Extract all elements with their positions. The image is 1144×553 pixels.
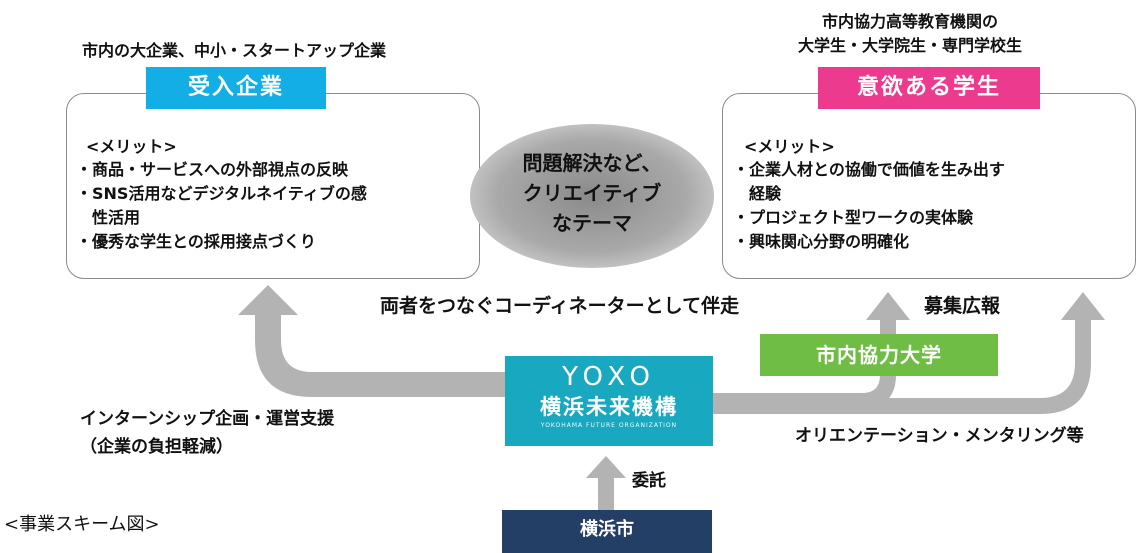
students-merit-heading: <メリット>	[744, 137, 835, 156]
entrust-label: 委託	[632, 471, 666, 491]
internship-label: インターンシップ企画・運営支援 （企業の負担軽減）	[80, 405, 334, 461]
theme-line: クリエイティブ	[522, 181, 662, 205]
city-box: 横浜市	[502, 510, 712, 553]
theme-ellipse	[470, 124, 714, 268]
internship-label-line: （企業の負担軽減）	[80, 437, 233, 457]
students-merit-item: ・企業人材との協働で価値を生み出す	[733, 160, 1005, 179]
students-tag: 意欲ある学生	[818, 67, 1040, 109]
companies-merit-item: ・優秀な学生との採用接点づくり	[76, 232, 316, 251]
yoxo-logo-text: YOXO	[562, 362, 656, 392]
theme-line: 問題解決など、	[522, 151, 662, 175]
students-subtitle-line: 市内協力高等教育機関の	[821, 12, 998, 31]
companies-merit-list: ・商品・サービスへの外部視点の反映 ・SNS活用などデジタルネイティブの感 性活…	[76, 158, 471, 254]
partner-university-box: 市内協力大学	[760, 334, 998, 376]
arrow-city-to-yoxo	[586, 456, 626, 510]
students-merit-item: ・興味関心分野の明確化	[733, 232, 910, 251]
companies-merit-item: ・商品・サービスへの外部視点の反映	[76, 160, 349, 179]
arrow-yoxo-to-companies	[238, 285, 505, 397]
arrow-yoxo-to-students-recruit	[712, 292, 910, 408]
internship-label-line: インターンシップ企画・運営支援	[80, 409, 335, 429]
companies-merit-item: 性活用	[76, 208, 141, 227]
recruit-label: 募集広報	[924, 295, 1001, 317]
yoxo-english-name: YOKOHAMA FUTURE ORGANIZATION	[540, 422, 678, 429]
companies-subtitle: 市内の大企業、中小・スタートアップ企業	[82, 41, 387, 60]
companies-box	[66, 93, 480, 279]
yoxo-name: 横浜未来機構	[540, 395, 678, 419]
orientation-label: オリエンテーション・メンタリング等	[795, 426, 1084, 446]
companies-merit-heading: <メリット>	[86, 137, 177, 156]
companies-merit-item: ・SNS活用などデジタルネイティブの感	[76, 184, 367, 203]
theme-line: なテーマ	[552, 211, 632, 235]
students-merit-list: ・企業人材との協働で価値を生み出す 経験 ・プロジェクト型ワークの実体験 ・興味…	[733, 158, 1128, 254]
companies-tag: 受入企業	[146, 67, 326, 109]
students-merit-item: ・プロジェクト型ワークの実体験	[733, 208, 974, 227]
theme-text: 問題解決など、 クリエイティブ なテーマ	[470, 148, 714, 238]
students-subtitle-line: 大学生・大学院生・専門学校生	[797, 36, 1022, 55]
arrow-yoxo-to-students-orientation	[712, 292, 1105, 414]
students-subtitle: 市内協力高等教育機関の 大学生・大学院生・専門学校生	[770, 8, 1050, 56]
coordinator-label: 両者をつなぐコーディネーターとして伴走	[380, 295, 740, 317]
yoxo-logo-box: YOXO 横浜未来機構 YOKOHAMA FUTURE ORGANIZATION	[505, 356, 713, 446]
figure-caption: <事業スキーム図>	[4, 514, 160, 535]
students-merit-item: 経験	[733, 184, 782, 203]
